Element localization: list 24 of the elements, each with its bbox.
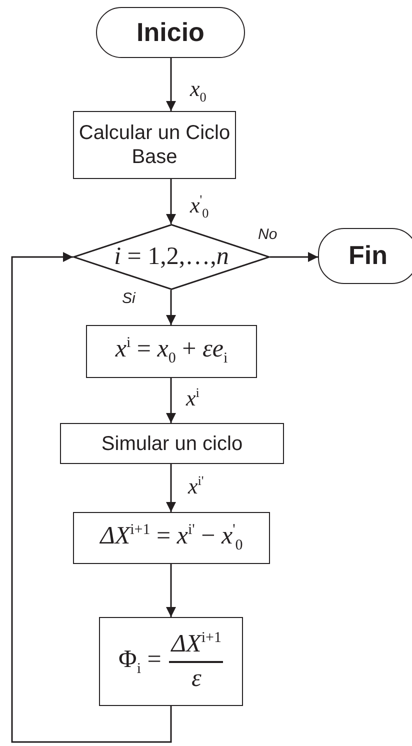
arrow	[166, 464, 176, 512]
node-label: Simular un ciclo	[101, 432, 243, 456]
arrow	[166, 290, 176, 325]
start-terminal	[96, 7, 245, 58]
formula-text: i = 1,2,…,n	[114, 243, 229, 271]
arrow	[270, 252, 318, 262]
formula-text: Φ$_{i}$ =	[118, 646, 162, 678]
arrow	[166, 378, 176, 423]
arrow	[166, 179, 176, 224]
formula-box	[73, 512, 270, 564]
process-box	[73, 111, 236, 179]
arrow	[166, 564, 176, 617]
arrow	[166, 58, 176, 111]
formula-denominator: ε	[191, 664, 202, 693]
end-terminal	[318, 228, 412, 284]
formula-numerator: ΔX$^{i+1}$	[169, 630, 224, 663]
formula-text: x$^{i}$ = x$_{0}$ + εe$_{i}$	[115, 335, 228, 368]
formula-box	[86, 325, 257, 378]
node-label: Fin	[348, 240, 388, 272]
node-label: Calcular un Ciclo Base	[78, 121, 232, 169]
node-label: Inicio	[136, 16, 204, 48]
formula-box	[99, 617, 243, 706]
arrow	[11, 252, 172, 743]
process-box	[60, 423, 284, 464]
